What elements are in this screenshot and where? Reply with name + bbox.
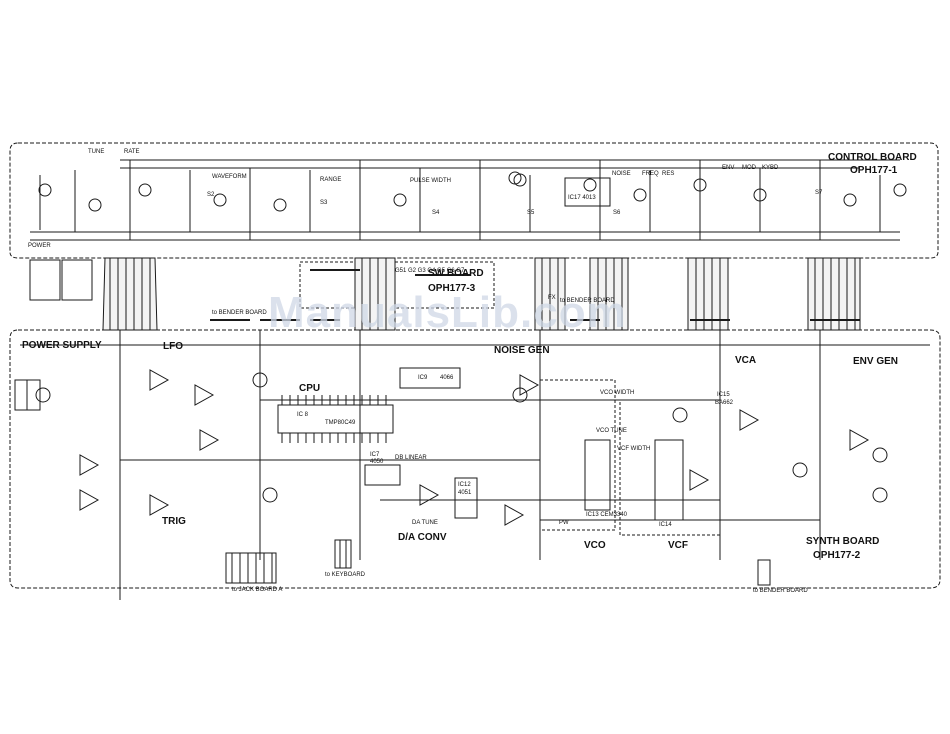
ic8-label: IC 8 [297, 412, 309, 418]
control-board-outline [9, 142, 939, 259]
to-jack-board-label: to JACK BOARD A [232, 587, 283, 593]
res-label: RES [662, 171, 675, 177]
connector-keyboard [334, 539, 352, 569]
s2-label: S2 [207, 192, 215, 198]
sw-board-code: OPH177-3 [428, 283, 476, 294]
transformer [14, 379, 41, 411]
vcf-width-label: VCF WIDTH [617, 446, 651, 452]
to-bender-board-label-2: to BENDER BOARD [560, 298, 615, 304]
tune-label: TUNE [88, 149, 105, 155]
rate-label: RATE [124, 149, 140, 155]
s6-label: S6 [613, 210, 621, 216]
vcf-box [619, 399, 721, 536]
to-bender-board-label-3: to BENDER BOARD [753, 588, 808, 594]
s5-label: S5 [527, 210, 535, 216]
power-supply-label: POWER SUPPLY [22, 340, 102, 351]
ic17-box [564, 177, 611, 207]
ic13-outline [584, 439, 611, 511]
opamps [79, 369, 870, 526]
sw-board-outline [299, 261, 495, 309]
range-label: RANGE [320, 177, 342, 183]
ic9-label: IC9 [418, 375, 428, 381]
vco-label: VCO [584, 540, 606, 551]
cable-bundle-6 [807, 257, 861, 331]
env-gen-label: ENV GEN [853, 356, 899, 367]
vcf-label: VCF [668, 540, 688, 551]
ic9-outline [399, 367, 461, 389]
pw-label: PW [559, 520, 569, 526]
noise-gen-label: NOISE GEN [494, 345, 550, 356]
connector-jack-a [225, 552, 277, 584]
synth-board-title: SYNTH BOARD [806, 536, 880, 547]
vco-width-label: VCO WIDTH [600, 390, 635, 396]
ic14-outline [654, 439, 684, 521]
connector-bender-bottom [757, 559, 771, 586]
lfo-label: LFO [163, 341, 183, 352]
sw-board-title: SW BOARD [428, 268, 484, 279]
trig-label: TRIG [162, 516, 186, 527]
da-tune-label: DA TUNE [412, 520, 438, 526]
ic13-label: IC13 CEM3340 [586, 512, 628, 518]
s7-label: S7 [815, 190, 823, 196]
ic7-label: IC7 [370, 452, 380, 458]
env-label: ENV [722, 165, 735, 171]
pulse-width-label: PULSE WIDTH [410, 178, 452, 184]
db-linear-label: DB LINEAR [395, 455, 427, 461]
cpu-ic-outline [277, 404, 394, 434]
da-conv-label: D/A CONV [398, 532, 447, 543]
s4-label: S4 [432, 210, 440, 216]
noise-label: NOISE [612, 171, 631, 177]
transistors [35, 173, 888, 503]
freq-label: FREQ [642, 171, 659, 177]
vca-label: VCA [735, 355, 757, 366]
ic14-label: IC14 [659, 522, 672, 528]
kybd-label: KYBD [762, 165, 779, 171]
ba662-label: BA662 [715, 400, 734, 406]
ic9-number-label: 4066 [440, 375, 454, 381]
tmp8049-label: TMP80C49 [325, 420, 356, 426]
ic15-label: IC15 [717, 392, 730, 398]
cable-bundle-3 [534, 257, 566, 331]
to-keyboard-label: to KEYBOARD [325, 572, 366, 578]
synth-board-code: OPH177-2 [813, 550, 861, 561]
control-board-code: OPH177-1 [850, 165, 898, 176]
ic12-outline [454, 477, 478, 519]
synth-board-outline [9, 329, 941, 589]
vco-box [539, 379, 616, 531]
cable-bundle-4 [589, 257, 629, 331]
ic7-number-label: 4050 [370, 459, 384, 465]
cable-bundle-5 [687, 257, 729, 331]
cable-bundle-2 [354, 257, 396, 331]
cable-bundle-1 [102, 257, 158, 331]
ic12-number-label: 4051 [458, 490, 472, 496]
mod-label: MOD [742, 165, 756, 171]
ic12-label: IC12 [458, 482, 471, 488]
control-pots [38, 171, 907, 212]
power-label: POWER [28, 243, 51, 249]
vco-tune-label: VCO TUNE [596, 428, 627, 434]
ic7-outline [364, 464, 401, 486]
waveform-label: WAVEFORM [212, 174, 247, 180]
to-bender-board-label-1: to BENDER BOARD [212, 310, 267, 316]
s3-label: S3 [320, 200, 328, 206]
sw-numbers-label: G51 G2 G3 G4 G5 G6 G7 [395, 268, 465, 274]
watermark: ManualsLib.com [268, 288, 627, 337]
fx-label: FX [548, 295, 556, 301]
control-board-title: CONTROL BOARD [828, 152, 917, 163]
ic17-label: IC17 4013 [568, 195, 596, 201]
cpu-label: CPU [299, 383, 321, 394]
